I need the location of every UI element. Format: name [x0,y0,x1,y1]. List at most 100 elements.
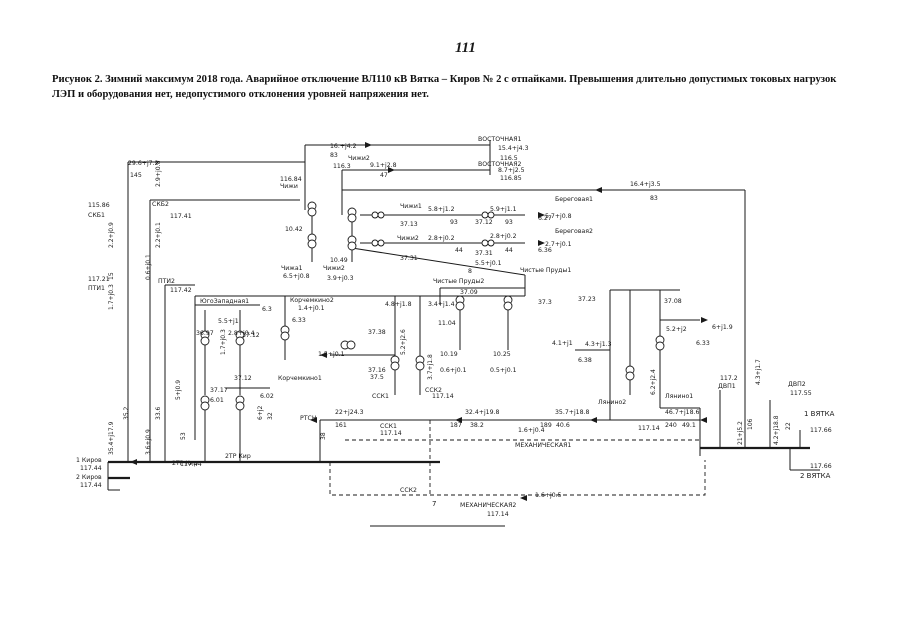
flow-labels: 16.+j4.2 15.4+j4.3 9.1+j2.8 8.7+j2.5 29.… [128,143,733,499]
svg-text:1.6+j0.5: 1.6+j0.5 [535,492,562,499]
svg-text:37.17: 37.17 [210,387,228,394]
label-mech1: МЕХАНИЧЕСКАЯ1 [515,442,571,449]
svg-text:83: 83 [330,152,338,159]
label-vostochnaya1: ВОСТОЧНАЯ1 [478,136,522,143]
svg-text:0.6+j0.1: 0.6+j0.1 [145,254,152,280]
svg-text:16.4+j3.5: 16.4+j3.5 [630,181,661,188]
svg-text:22: 22 [785,422,792,430]
svg-text:3.4+j1.4: 3.4+j1.4 [428,301,455,308]
chizhi-transformers [307,201,425,262]
svg-text:6.2+j2.4: 6.2+j2.4 [650,369,657,395]
svg-text:1.6+j0.4: 1.6+j0.4 [518,427,545,434]
left-transformers [195,304,270,462]
flow-arrows [130,142,707,501]
svg-text:37.16: 37.16 [368,367,386,374]
svg-text:116.5: 116.5 [500,155,518,162]
label-pti1: ПТИ1 [88,285,105,292]
svg-text:5.7+j0.8: 5.7+j0.8 [545,213,572,220]
label-beregovaya1: Береговая1 [555,196,593,203]
svg-text:2.2+j0.1: 2.2+j0.1 [155,222,162,248]
svg-text:37.13: 37.13 [400,221,418,228]
svg-text:37.31: 37.31 [400,255,418,262]
svg-text:46.7+j18.6: 46.7+j18.6 [665,409,700,416]
svg-text:1.4+j0.1: 1.4+j0.1 [298,305,325,312]
svg-text:37.38: 37.38 [368,329,386,336]
svg-text:161: 161 [335,422,347,429]
svg-text:38.2: 38.2 [470,422,484,429]
svg-text:117.14: 117.14 [638,425,660,432]
label-chizhi1: Чижи1 [400,203,422,210]
svg-text:5+j0.9: 5+j0.9 [175,380,182,400]
label-chizhi-a: Чижа1 [281,265,303,272]
svg-text:3.7+j1.8: 3.7+j1.8 [427,354,434,380]
svg-text:6+j2: 6+j2 [257,405,264,420]
label-ssk1: ССК1 [372,393,389,400]
svg-text:37.12: 37.12 [475,219,493,226]
svg-text:37.3: 37.3 [538,299,552,306]
svg-text:5.8+j1.2: 5.8+j1.2 [428,206,455,213]
svg-text:10.42: 10.42 [285,226,303,233]
svg-text:6.36: 6.36 [538,247,552,254]
svg-text:117.42: 117.42 [170,287,192,294]
svg-text:35.2: 35.2 [123,406,130,420]
svg-text:9.1+j2.8: 9.1+j2.8 [370,162,397,169]
svg-text:93: 93 [505,219,513,226]
svg-text:53: 53 [180,432,187,440]
label-chistye2: Чистые Пруды2 [433,278,484,285]
label-vyatka2: 2 ВЯТКА [800,472,831,480]
label-korchemkino1: Корчемкино1 [278,375,322,382]
svg-text:117.14: 117.14 [487,511,509,518]
svg-text:4.1+j1: 4.1+j1 [552,340,573,347]
substation-labels: ВОСТОЧНАЯ1 ВОСТОЧНАЯ2 Чижи2 Чижи Чижи1 Ч… [76,136,835,509]
label-chizhi2: Чижи2 [397,235,419,242]
svg-text:8: 8 [468,268,472,275]
label-lyanino2: Лянино2 [598,399,626,406]
svg-text:83: 83 [650,195,658,202]
svg-text:3.6+j0.9: 3.6+j0.9 [145,429,152,455]
svg-text:189: 189 [540,422,552,429]
svg-text:16.+j4.2: 16.+j4.2 [330,143,357,150]
svg-text:6.27: 6.27 [538,215,552,222]
svg-text:1.7+j0.3: 1.7+j0.3 [220,329,227,355]
svg-text:29.6+j7.2: 29.6+j7.2 [128,160,159,167]
svg-text:21+j5.2: 21+j5.2 [737,421,744,445]
svg-text:40.6: 40.6 [556,422,570,429]
label-ssk2: ССК2 [425,387,442,394]
svg-text:2.7+j0.1: 2.7+j0.1 [545,241,572,248]
svg-text:117.44: 117.44 [80,465,102,472]
label-beregovaya2: Береговая2 [555,228,593,235]
svg-text:37.5: 37.5 [370,374,384,381]
svg-text:49.1: 49.1 [682,422,696,429]
svg-text:15.4+j4.3: 15.4+j4.3 [498,145,529,152]
svg-text:37.12: 37.12 [242,332,260,339]
svg-text:6.33: 6.33 [292,317,306,324]
svg-text:116.3: 116.3 [333,163,351,170]
svg-text:5.2+j2: 5.2+j2 [666,326,687,333]
label-mech2: МЕХАНИЧЕСКАЯ2 [460,502,516,509]
lyanino-transformers [575,317,708,381]
svg-text:10.19: 10.19 [440,351,458,358]
svg-text:15: 15 [108,272,115,280]
svg-text:33.6: 33.6 [155,406,162,420]
label-ssk1b: ССК1 [380,423,397,430]
label-skb1: СКБ1 [88,212,105,219]
svg-text:4.3+j1.3: 4.3+j1.3 [585,341,612,348]
label-vostochnaya2: ВОСТОЧНАЯ2 [478,161,522,168]
svg-text:1.5+j0.1: 1.5+j0.1 [318,351,345,358]
svg-text:116.84: 116.84 [280,176,302,183]
svg-text:6.3: 6.3 [262,306,272,313]
svg-text:0.5+j0.1: 0.5+j0.1 [490,367,517,374]
svg-text:37.12: 37.12 [234,375,252,382]
svg-text:115.86: 115.86 [88,202,110,209]
svg-text:117.66: 117.66 [810,463,832,470]
svg-text:93: 93 [450,219,458,226]
figure-caption: Рисунок 2. Зимний максимум 2018 года. Ав… [52,74,837,100]
svg-text:10.49: 10.49 [330,257,348,264]
svg-text:2.8+j0.2: 2.8+j0.2 [428,235,455,242]
svg-text:38: 38 [320,432,327,440]
svg-text:5.2+j2.6: 5.2+j2.6 [400,329,407,355]
label-skb2: СКБ2 [152,201,169,208]
svg-text:22+j24.3: 22+j24.3 [335,409,364,416]
svg-text:36.97: 36.97 [196,330,214,337]
